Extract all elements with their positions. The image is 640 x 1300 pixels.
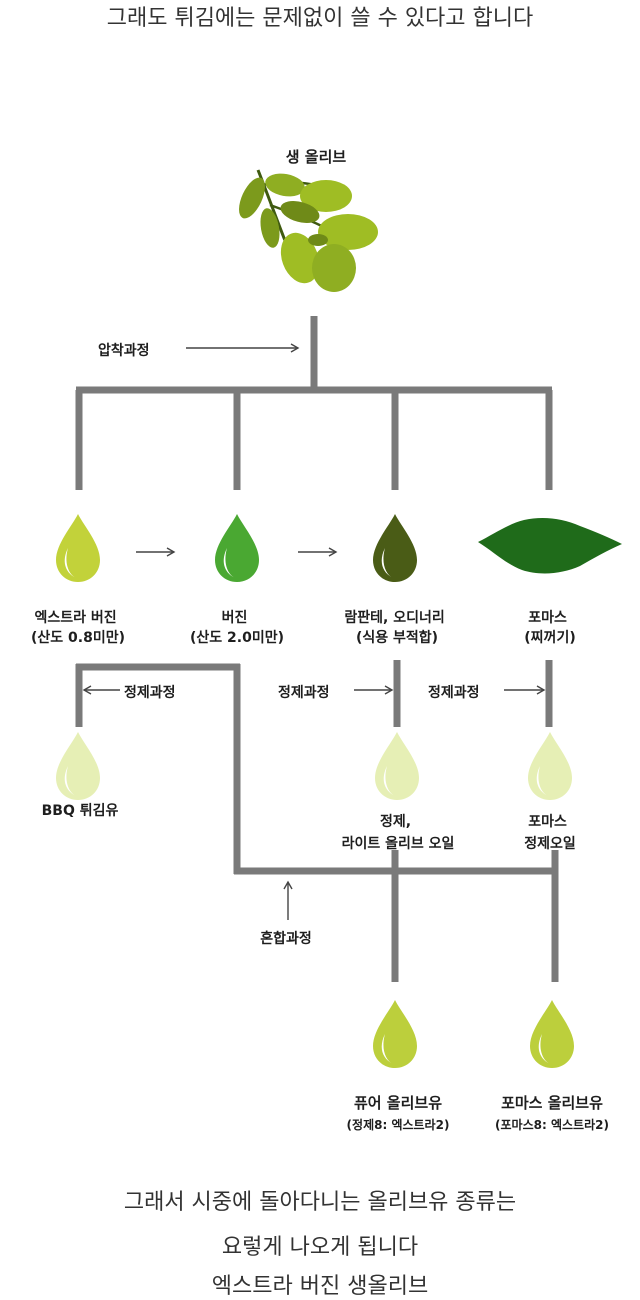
refining-label-1: 정제과정 [124, 684, 176, 701]
refining-lines [75, 660, 559, 982]
raw-olive-label: 생 올리브 [286, 148, 347, 166]
bbq-oil-drop-icon [56, 732, 100, 800]
arrow-right-icon [186, 343, 300, 353]
arrow-up-icon [283, 880, 293, 920]
virgin-drop-icon [215, 514, 259, 582]
extra-virgin-label: 엑스트라 버진 (산도 0.8미만) [31, 609, 125, 646]
lampante-drop-icon [373, 514, 417, 582]
pressing-label: 압착과정 [98, 342, 150, 359]
pure-olive-oil-label: 퓨어 올리브유 [354, 1094, 442, 1112]
pomace-refined-label: 포마스 정제오일 [524, 814, 576, 852]
pomace-refined-drop-icon [528, 732, 572, 800]
bottom-caption-line2: 요렇게 나오게 됩니다 [221, 1235, 419, 1260]
pomace-olive-oil-drop-icon [530, 1000, 574, 1068]
bottom-caption-line3: 엑스트라 버진 생올리브 [211, 1274, 429, 1299]
extra-virgin-drop-icon [56, 514, 100, 582]
arrow-right-icon [354, 685, 394, 695]
virgin-label: 버진 (산도 2.0미만) [190, 609, 284, 646]
bottom-caption-line1: 그래서 시중에 돌아다니는 올리브유 종류는 [123, 1190, 517, 1215]
pure-olive-oil-ratio: (정제8: 엑스트라2) [347, 1117, 450, 1132]
pure-olive-oil-drop-icon [373, 1000, 417, 1068]
pressing-tree-lines [75, 316, 553, 490]
refining-label-3: 정제과정 [428, 684, 480, 701]
lampante-label: 람판테, 오디너리 (식용 부적합) [344, 610, 449, 646]
refining-label-2: 정제과정 [278, 684, 330, 701]
pomace-label: 포마스 (찌꺼기) [524, 610, 575, 646]
refined-light-label: 정제, 라이트 올리브 오일 [342, 813, 455, 852]
arrow-right-icon [136, 547, 176, 557]
refined-oil-drop-icon [375, 732, 419, 800]
arrow-right-icon [298, 547, 338, 557]
pomace-blob-icon [478, 518, 622, 574]
pomace-olive-oil-ratio: (포마스8: 엑스트라2) [495, 1117, 609, 1132]
bbq-oil-label: BBQ 튀김유 [42, 802, 119, 819]
olive-branch-icon [239, 169, 378, 292]
pomace-olive-oil-label: 포마스 올리브유 [501, 1094, 603, 1112]
top-caption: 그래도 튀김에는 문제없이 쓸 수 있다고 합니다 [106, 6, 534, 31]
blending-label: 혼합과정 [260, 930, 312, 947]
arrow-right-icon [504, 685, 546, 695]
arrow-left-icon [82, 685, 120, 695]
